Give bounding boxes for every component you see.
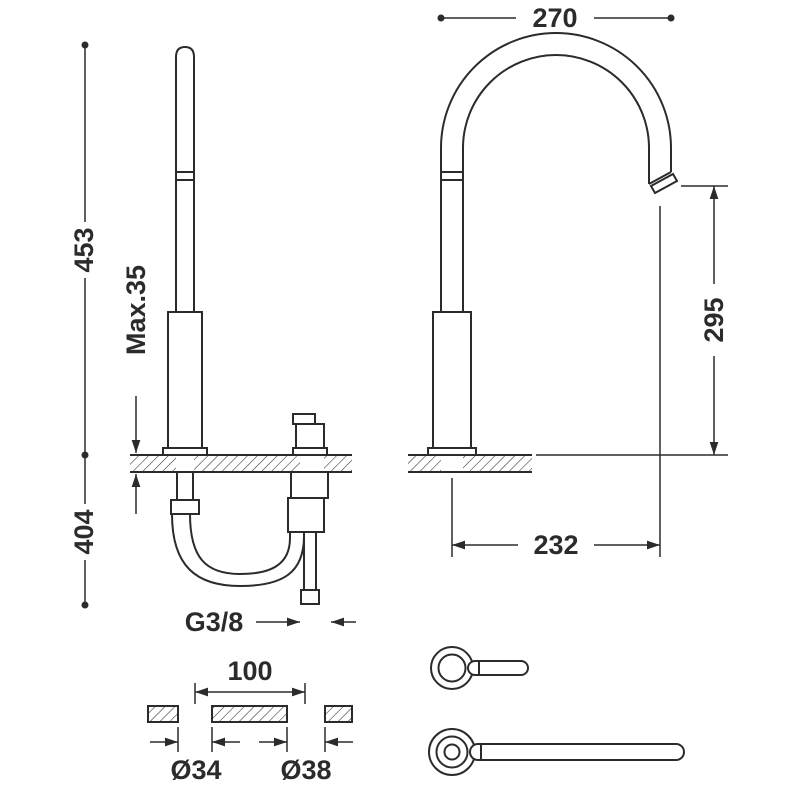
valve-flange [292, 447, 328, 456]
dim-hole-dia-2: Ø38 [259, 737, 353, 785]
dim-outlet-height: 295 [536, 185, 729, 456]
hole-dia-1-label: Ø34 [170, 755, 221, 785]
hose-thread-label: G3/8 [185, 607, 244, 637]
overall-height-label: 453 [69, 227, 99, 272]
side-base-flange [427, 447, 477, 456]
dim-hole-dia-1: Ø34 [150, 737, 240, 785]
valve-under-body [290, 471, 329, 499]
dim-overall-height: 453 [69, 41, 99, 459]
hole-spacing-label: 100 [227, 656, 272, 686]
faucet-nut [170, 499, 200, 515]
aerator-tip [649, 172, 679, 195]
spout-tip-cut [648, 171, 672, 185]
hole-dia-2-label: Ø38 [280, 755, 331, 785]
flexible-hose-outer [171, 513, 305, 588]
plan-view: 100 Ø34 Ø38 [147, 656, 353, 785]
dim-spout-reach: 232 [451, 206, 661, 560]
dim-hole-spacing: 100 [194, 656, 306, 704]
valve-knob-lever [292, 413, 316, 425]
dim-below-counter: 404 [69, 455, 99, 609]
dim-max-thickness: Max.35 [121, 265, 151, 514]
outlet-height-label: 295 [699, 297, 729, 342]
front-view [130, 45, 352, 605]
hose-end-fitting [300, 589, 320, 605]
valve-under-body-lower [287, 497, 325, 533]
handle-lever-long [469, 743, 685, 761]
handle-lever-short [467, 660, 529, 676]
faucet-shank [176, 471, 194, 501]
below-counter-label: 404 [69, 509, 99, 554]
gooseneck-inner [462, 54, 650, 312]
faucet-lower-body [167, 311, 203, 449]
handle-top-view [428, 728, 685, 776]
valve-knob-body [295, 423, 325, 449]
spout-reach-label: 232 [533, 530, 578, 560]
plate-segment-middle [211, 705, 288, 723]
side-view [408, 32, 679, 473]
spout-width-label: 270 [532, 3, 577, 33]
dim-hose-thread: G3/8 [185, 607, 356, 637]
dim-spout-width: 270 [437, 3, 675, 33]
plate-segment-left [147, 705, 179, 723]
gooseneck-outer [440, 32, 672, 312]
faucet-base-flange [162, 447, 208, 456]
flexible-hose-inner [189, 513, 291, 576]
max-thickness-label: Max.35 [121, 265, 151, 355]
handle-ring-inner [437, 653, 467, 683]
side-deck-hatch [408, 455, 532, 472]
handle-base-center [443, 743, 461, 761]
side-lower-body [432, 311, 472, 449]
plate-segment-right [324, 705, 353, 723]
handle-side-view [430, 646, 529, 690]
